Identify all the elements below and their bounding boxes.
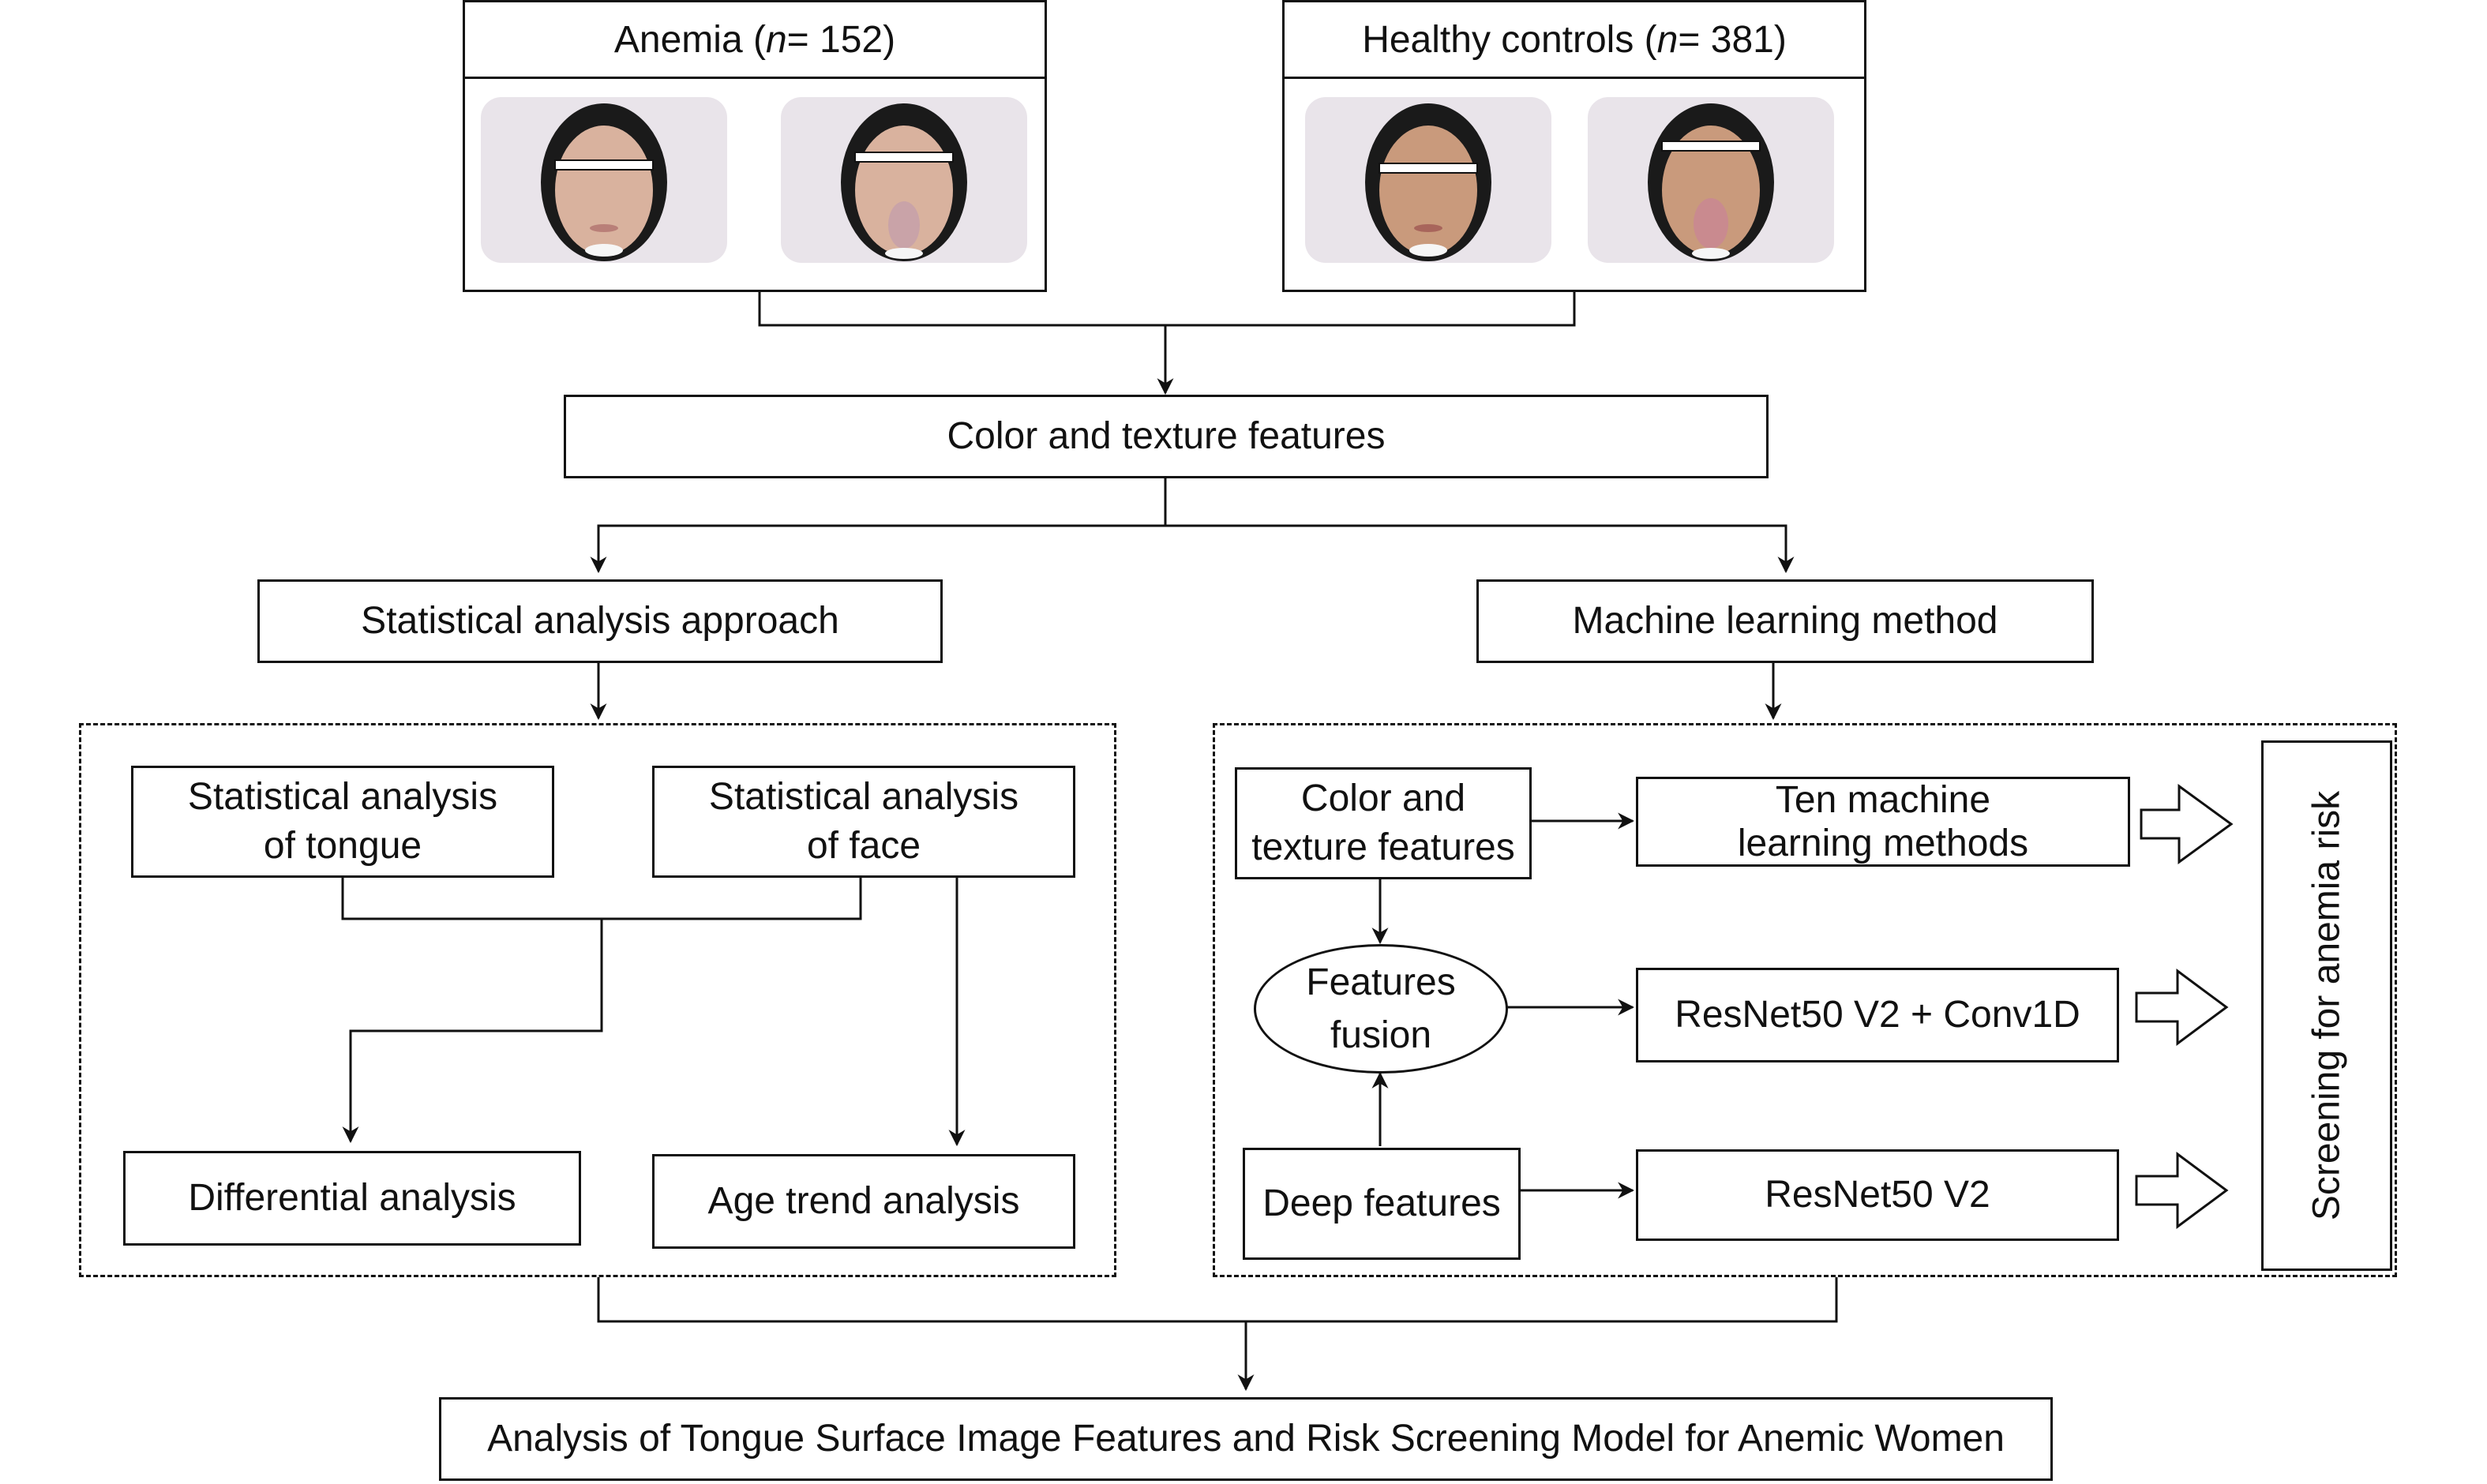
features-fusion-line-1: Features [1306,961,1456,1003]
hollow-arrow-1 [2140,784,2234,864]
healthy-group: Healthy controls ( n = 381) [1282,0,1866,292]
final-analysis-label: Analysis of Tongue Surface Image Feature… [487,1417,2005,1460]
ml-color-texture-box: Color and texture features [1235,767,1532,879]
stat-face-box: Statistical analysis of face [652,766,1075,878]
hollow-arrow-2 [2135,969,2229,1046]
features-fusion-line-2: fusion [1330,1014,1432,1056]
statistical-region [79,723,1116,1277]
ten-ml-line-2: learning methods [1737,823,2029,864]
healthy-header: Healthy controls ( n = 381) [1285,2,1864,79]
anemia-header: Anemia ( n = 152) [465,2,1045,79]
machine-learning-region [1213,723,2397,1277]
deep-features-box: Deep features [1243,1148,1521,1260]
age-trend-box: Age trend analysis [652,1154,1075,1249]
stat-face-line-1: Statistical analysis [708,775,1019,818]
screening-label: Screening for anemia risk [2305,790,2348,1221]
anemia-label: Anemia ( [613,18,766,61]
color-texture-features-box: Color and texture features [564,395,1769,478]
anemia-n: n [765,18,787,61]
features-fusion-ellipse: Features fusion [1254,944,1508,1074]
ten-ml-methods-box: Ten machine learning methods [1636,777,2130,867]
healthy-n: n [1656,18,1679,61]
statistical-approach-box: Statistical analysis approach [257,579,943,663]
arrow-to-differential [342,919,603,1144]
color-texture-features-label: Color and texture features [947,414,1386,457]
resnet-conv1d-label: ResNet50 V2 + Conv1D [1675,993,2080,1036]
deep-features-label: Deep features [1262,1182,1501,1224]
stat-tongue-box: Statistical analysis of tongue [131,766,554,878]
resnet-box: ResNet50 V2 [1636,1149,2119,1241]
anemia-group: Anemia ( n = 152) [463,0,1047,292]
machine-learning-box: Machine learning method [1476,579,2094,663]
healthy-face-photo [1305,97,1551,263]
ml-color-texture-line-2: texture features [1251,826,1515,868]
hollow-arrow-3 [2135,1152,2229,1229]
ml-color-texture-line-1: Color and [1300,777,1466,819]
statistical-approach-label: Statistical analysis approach [361,599,839,642]
connector-top-groups [758,292,1576,327]
healthy-count: = 381) [1678,18,1787,61]
connector-split [590,478,1167,574]
stat-tongue-line-2: of tongue [263,825,422,867]
screening-box: Screening for anemia risk [2261,740,2392,1271]
anemia-face-photo [481,97,727,263]
ten-ml-line-1: Ten machine [1775,778,1991,821]
anemia-count: = 152) [786,18,896,61]
resnet-conv1d-box: ResNet50 V2 + Conv1D [1636,968,2119,1062]
connector-split-right [1165,524,1795,574]
stat-face-line-2: of face [806,825,921,867]
age-trend-label: Age trend analysis [707,1179,1020,1222]
final-analysis-box: Analysis of Tongue Surface Image Feature… [439,1397,2053,1481]
connector-bottom-merge [597,1277,1838,1323]
resnet-label: ResNet50 V2 [1765,1173,1990,1216]
differential-analysis-box: Differential analysis [123,1151,581,1246]
healthy-tongue-photo [1588,97,1834,263]
machine-learning-label: Machine learning method [1572,599,1998,642]
stat-tongue-line-1: Statistical analysis [187,775,498,818]
healthy-label: Healthy controls ( [1362,18,1657,61]
anemia-tongue-photo [781,97,1027,263]
differential-analysis-label: Differential analysis [188,1176,516,1219]
